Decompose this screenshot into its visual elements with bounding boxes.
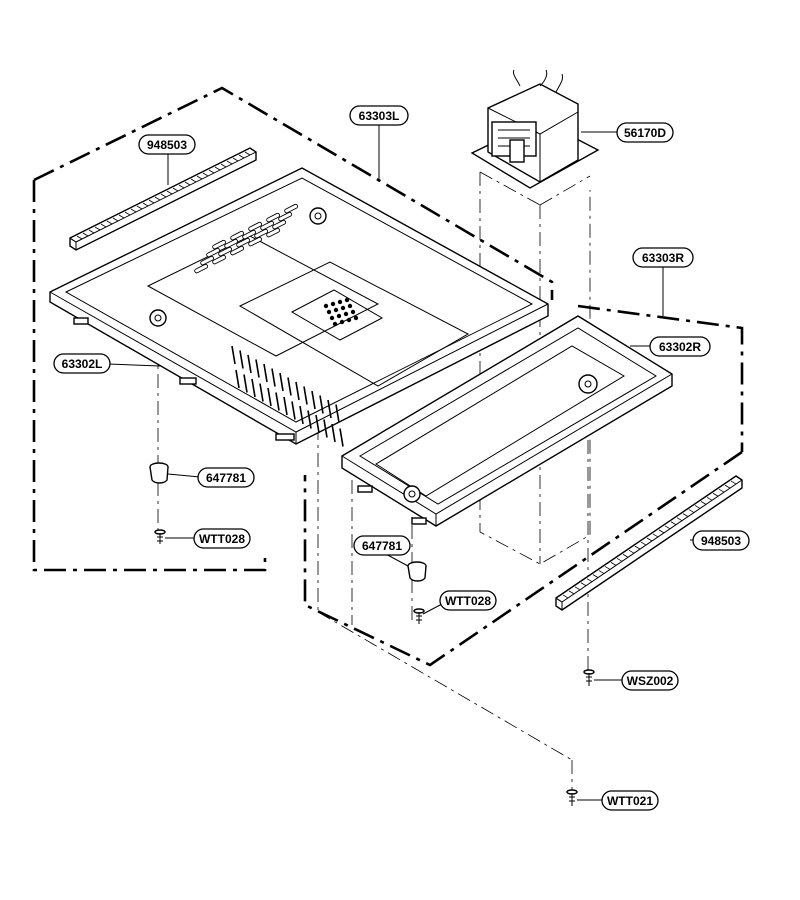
callout-base-left: 63302L (53, 353, 111, 374)
callout-foot-left: 647781 (197, 467, 255, 488)
callout-cover-left: 63303L (349, 105, 409, 126)
label-cover-right: 63303R (642, 251, 684, 265)
callout-screw-foot-right: WTT028 (439, 590, 497, 611)
screw-wsz002 (583, 669, 595, 686)
label-foot-left: 647781 (206, 471, 246, 485)
label-screw-wsz002: WSZ002 (627, 674, 674, 688)
foam-strip-right (555, 475, 743, 611)
callout-foot-right: 647781 (353, 535, 411, 556)
label-screw-wtt021: WTT021 (607, 794, 653, 808)
label-base-left: 63302L (62, 357, 103, 371)
label-transformer: 56170D (624, 126, 666, 140)
label-foam-strip-bottom: 948503 (701, 534, 741, 548)
base-plate-right (341, 315, 673, 527)
callout-base-right: 63302R (649, 336, 711, 357)
label-screw-foot-left: WTT028 (199, 532, 245, 546)
callout-foam-strip-top: 948503 (138, 134, 196, 155)
foam-strip-left (69, 147, 257, 251)
callout-screw-wtt021: WTT021 (601, 790, 659, 811)
screw-wtt021 (566, 789, 578, 806)
leader-lines (107, 124, 700, 801)
right-assembly-outline (303, 304, 744, 667)
label-base-right: 63302R (659, 340, 701, 354)
callout-cover-right: 63303R (632, 247, 694, 268)
screw-left (154, 529, 166, 544)
callout-transformer: 56170D (616, 122, 674, 143)
label-foot-right: 647781 (362, 539, 402, 553)
callout-screw-foot-left: WTT028 (193, 528, 251, 549)
left-assembly-outline (32, 86, 554, 572)
screw-right (413, 608, 425, 624)
label-foam-strip-top: 948503 (147, 138, 187, 152)
foot-left (149, 462, 169, 484)
label-cover-left: 63303L (359, 109, 400, 123)
transformer (470, 69, 600, 189)
callout-screw-wsz002: WSZ002 (621, 670, 679, 691)
label-screw-foot-right: WTT028 (445, 594, 491, 608)
callout-foam-strip-bottom: 948503 (692, 530, 750, 551)
foot-right (407, 561, 427, 582)
base-plate-left (49, 167, 549, 447)
